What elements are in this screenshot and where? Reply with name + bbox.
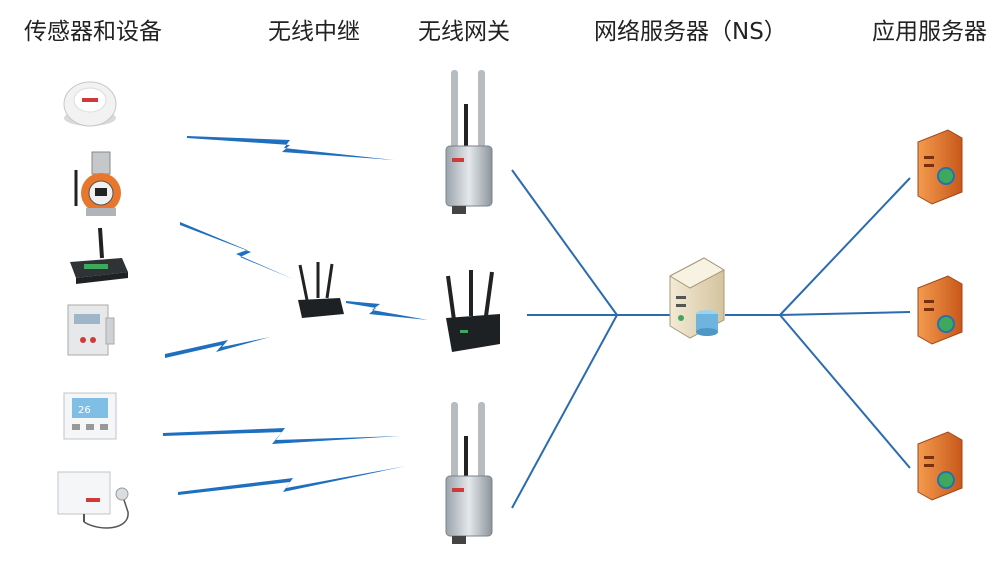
svg-text:26: 26 <box>78 405 91 416</box>
outdoor-gateway-icon-2 <box>445 402 493 544</box>
wired-links <box>511 169 911 509</box>
wireless-link-sensors-relay-2 <box>165 337 270 358</box>
wireless-relay-icon <box>298 262 344 318</box>
wireless-links <box>163 136 428 495</box>
wireless-link-relay-gw2 <box>346 301 428 320</box>
temperature-sensor-box-icon <box>57 471 129 529</box>
line-app3 <box>779 314 911 469</box>
wireless-link-sensors-relay <box>180 222 293 279</box>
relay-column-title: 无线中继 <box>268 19 360 45</box>
app-server-icon-2 <box>917 275 963 345</box>
line-gw1-ns <box>511 169 618 316</box>
dtu-module-icon <box>70 227 128 284</box>
app-server-column-title: 应用服务器 <box>872 19 987 45</box>
indoor-gateway-icon <box>446 270 500 352</box>
wireless-link-sensors-gw3-a <box>163 428 400 444</box>
line-gw3-ns <box>511 314 618 509</box>
wireless-link-sensors-gw1 <box>187 136 394 160</box>
wireless-link-sensors-gw3-b <box>178 466 406 495</box>
outdoor-gateway-icon-1 <box>445 70 493 214</box>
line-app1 <box>779 177 911 316</box>
explosion-proof-sensor-icon <box>74 151 121 216</box>
din-rail-meter-icon <box>67 304 115 356</box>
smoke-detector-icon <box>63 81 117 127</box>
gateway-column-title: 无线网关 <box>418 19 510 45</box>
network-server-icon <box>668 257 726 339</box>
ns-column-title: 网络服务器（NS） <box>594 19 787 45</box>
line-app2 <box>779 311 911 316</box>
app-server-icon-1 <box>917 129 963 205</box>
sensors-column-title: 传感器和设备 <box>24 19 162 45</box>
thermostat-panel-icon: 26 <box>63 392 117 440</box>
app-server-icon-3 <box>917 431 963 501</box>
